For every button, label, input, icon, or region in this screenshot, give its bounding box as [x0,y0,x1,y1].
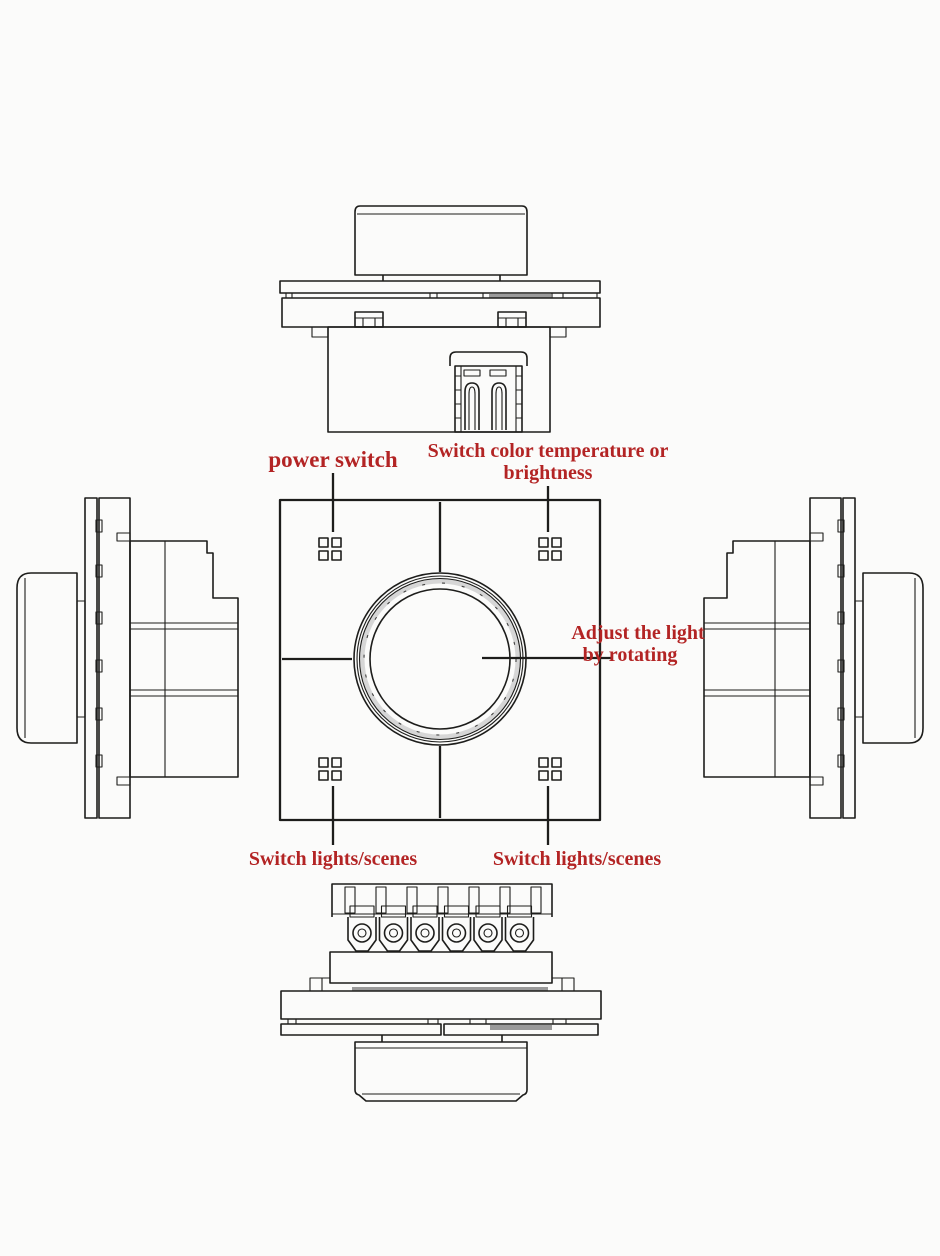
top-view-drawing [279,205,601,433]
switch-body [129,540,239,778]
touch-button-icon [538,537,562,561]
label-adjust-line1: Adjust the light [571,622,705,644]
label-switch-lights-right: Switch lights/scenes [492,848,662,870]
knob-profile [354,1041,528,1102]
label-adjust-line2: by rotating [582,644,678,667]
knob-profile [862,572,924,744]
knob-profile [16,572,78,744]
front-view-drawing [278,498,602,822]
back-box [327,326,551,433]
touch-button-icon [538,757,562,781]
label-adjust-rotating: Adjust the light by rotating [571,622,704,667]
bottom-view-drawing [280,883,602,1102]
mounting-frame [281,297,601,328]
screw-terminals [347,905,535,952]
right-view-drawing [703,497,924,819]
touch-button-icon [318,757,342,781]
faceplate-strip [98,497,131,819]
faceplate-strip [280,990,602,1020]
faceplate-strip [809,497,842,819]
label-color-temperature-line2: brightness [503,462,593,485]
left-view-drawing [16,497,239,819]
label-power-switch: power switch [268,447,398,472]
clip [354,311,384,328]
label-color-temperature: Switch color temperature or brightness [428,440,669,485]
panel-face [278,498,602,822]
leader-lines [331,473,612,845]
switch-body [703,540,811,778]
terminal-comb [331,883,553,917]
clip [497,311,527,328]
knob-profile [354,205,528,276]
label-switch-lights-left: Switch lights/scenes [248,848,418,870]
back-box [329,951,553,984]
touch-button-icon [318,537,342,561]
label-color-temperature-line1: Switch color temperature or [427,440,669,462]
faceplate-strip [279,280,601,294]
terminal-housing [454,365,523,433]
